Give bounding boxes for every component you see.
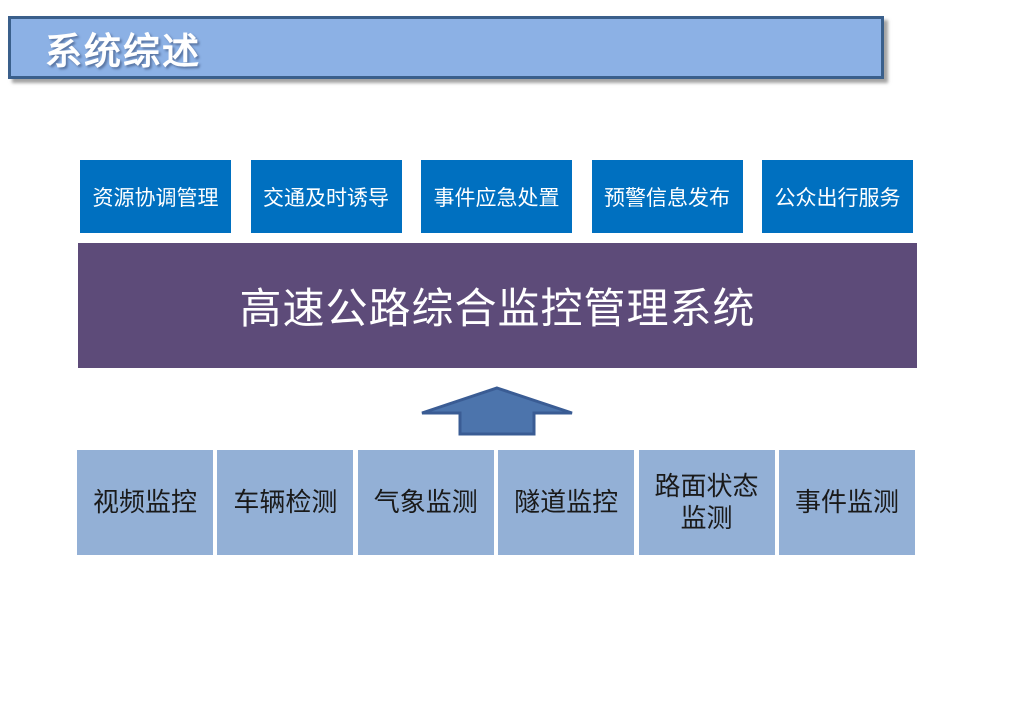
top-module-box-traffic-guidance: 交通及时诱导 [250,160,402,233]
top-module-box-resource-coordination: 资源协调管理 [80,160,231,233]
top-module-label: 预警信息发布 [604,186,730,210]
bottom-module-box-vehicle-detection: 车辆检测 [217,450,354,555]
bottom-module-label: 气象监测 [373,486,478,517]
top-module-box-public-travel-service: 公众出行服务 [762,160,913,233]
bottom-module-box-event-monitoring: 事件监测 [778,450,915,555]
core-system-label: 高速公路综合监控管理系统 [239,285,756,332]
bottom-module-label: 路面状态 监测 [654,471,759,533]
top-module-label: 资源协调管理 [92,186,219,210]
slide-title-bar: 系统综述 [8,16,884,79]
bottom-module-box-video-surveillance: 视频监控 [77,450,213,555]
page-title: 系统综述 [45,30,201,72]
bottom-module-label: 车辆检测 [233,486,338,517]
top-module-label: 交通及时诱导 [263,186,389,210]
bottom-module-box-road-condition-monitoring: 路面状态 监测 [638,450,775,555]
core-system-box: 高速公路综合监控管理系统 [78,243,917,368]
bottom-module-label: 隧道监控 [514,486,619,517]
top-module-label: 事件应急处置 [433,186,560,210]
bottom-module-box-weather-monitoring: 气象监测 [357,450,494,555]
top-module-box-warning-publish: 预警信息发布 [591,160,743,233]
up-arrow-icon [419,386,575,437]
monitoring-sources-row: 视频监控 车辆检测 气象监测 隧道监控 路面状态 监测 事件监测 [77,450,915,555]
top-module-label: 公众出行服务 [774,186,901,210]
bottom-module-label: 事件监测 [794,486,899,517]
bottom-module-label: 视频监控 [92,486,197,517]
top-module-box-incident-response: 事件应急处置 [421,160,572,233]
bottom-module-box-tunnel-monitoring: 隧道监控 [498,450,635,555]
function-modules-row: 资源协调管理 交通及时诱导 事件应急处置 预警信息发布 公众出行服务 [80,160,913,233]
